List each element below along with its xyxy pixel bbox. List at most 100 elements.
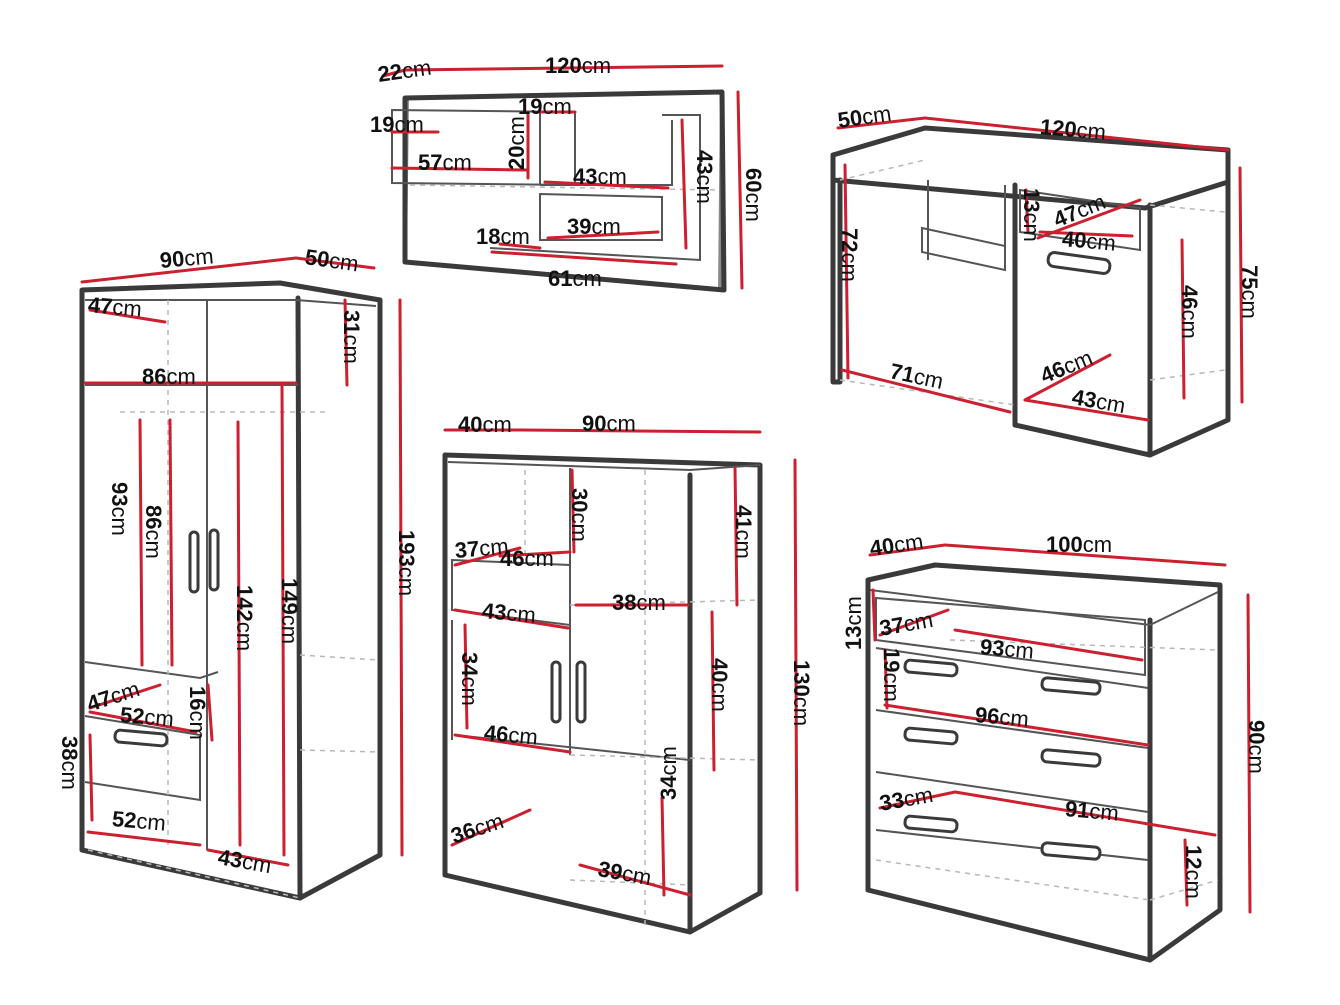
highboard-door-height-label: 34cm [457, 652, 482, 706]
wardrobe-cabinet-height-label: 149cm [277, 578, 302, 644]
highboard-niche-width-line [498, 550, 572, 558]
desk-cabinet-width-unit: cm [1094, 388, 1127, 418]
wall-shelf-shelf-depth-unit: cm [542, 94, 571, 119]
highboard-top-height-unit: cm [567, 512, 592, 541]
wall-shelf-depth-label: 22cm [376, 54, 433, 86]
wardrobe-base-depth-value: 43 [216, 844, 244, 873]
wall-shelf-mid-shelf-unit: cm [597, 164, 626, 189]
dresser-bottom-height-unit: cm [1181, 869, 1206, 898]
highboard-niche-depth-label: 37cm [454, 533, 510, 563]
desk-drawer-height-value: 13 [1019, 188, 1044, 212]
highboard-bottom-height-label: 34cm [656, 746, 681, 800]
highboard-bottom-height-value: 34 [656, 775, 681, 800]
dresser-bottom-height-line [1183, 838, 1189, 907]
highboard-height-unit: cm [789, 697, 814, 726]
wardrobe-door-height-label: 142cm [232, 585, 257, 651]
highboard-shelf-width-label: 38cm [612, 590, 666, 615]
wall-shelf-lower-box-height-label: 18cm [476, 224, 530, 249]
dresser-top-drawer-depth-label: 37cm [878, 607, 935, 641]
highboard-right-top-height-line [733, 466, 739, 607]
wall-shelf-bottom-width-label: 61cm [548, 266, 602, 291]
wardrobe-base-height-value: 38 [57, 736, 82, 760]
dresser-height-line [1246, 593, 1252, 914]
desk-cabinet-height-line [1180, 238, 1186, 400]
highboard-drawer-width-label: 43cm [481, 598, 537, 628]
dresser-height-value: 90 [1244, 720, 1269, 744]
dresser-drawer-height-label: 19cm [879, 648, 904, 702]
dresser-top-drawer-width-value: 93 [979, 634, 1006, 661]
wardrobe-height-line [398, 298, 404, 857]
highboard-bottom-width-value: 39 [596, 856, 624, 885]
dresser-height-unit: cm [1244, 744, 1269, 773]
wall-shelf-width-value: 120 [545, 53, 582, 78]
dresser-bottom-depth-value: 33 [878, 787, 906, 816]
wall-shelf-right-height-value: 43 [692, 150, 717, 174]
wardrobe-rail-height-value: 93 [107, 482, 132, 506]
highboard-height-line [793, 458, 799, 892]
desk-leg-height-label: 72cm [837, 228, 862, 282]
highboard-right-top-height-label: 41cm [731, 505, 756, 559]
wardrobe-top-height-line [343, 298, 349, 387]
wall-shelf-lower-box-line [546, 230, 660, 240]
wardrobe-width-line [80, 256, 298, 284]
wardrobe-base-height-line [88, 733, 94, 822]
wardrobe-inner-height-unit: cm [141, 529, 166, 558]
wall-shelf-right-height-label: 43cm [692, 150, 717, 204]
wardrobe-inner-height-label: 86cm [141, 505, 166, 559]
desk-knee-width-label: 71cm [888, 358, 946, 394]
wall-shelf-lower-box-label: 39cm [567, 214, 621, 239]
wall-shelf-bottom-width-line [490, 250, 678, 266]
dresser-drawer-height-value: 19 [879, 648, 904, 672]
desk-width-value: 120 [1039, 114, 1078, 142]
desk-height-label: 75cm [1237, 265, 1262, 319]
wall-shelf-mid-shelf-line [543, 180, 670, 190]
wardrobe-base-width-value: 52 [111, 806, 138, 833]
dresser-drawer-height-line [883, 648, 889, 710]
highboard-niche-width-unit: cm [524, 546, 553, 571]
highboard-right-door-height-line [710, 610, 716, 772]
highboard-drawer-width-unit: cm [505, 600, 536, 627]
highboard-depth-unit: cm [482, 412, 511, 437]
wardrobe-top-depth-unit: cm [111, 294, 142, 321]
wall-shelf-depth-value: 22 [376, 59, 404, 87]
desk-knee-width-value: 71 [888, 358, 917, 388]
highboard-width-value: 90 [582, 411, 606, 436]
wardrobe-cabinet-height-unit: cm [277, 615, 302, 644]
desk-height-unit: cm [1237, 289, 1262, 318]
wall-shelf-width-line [403, 64, 724, 72]
highboard-bottom-width-label: 39cm [596, 856, 653, 890]
dresser-drawer-width-line [883, 703, 1150, 747]
dresser-top-drawer-depth-line [878, 608, 950, 637]
highboard-height-value: 130 [789, 660, 814, 697]
dresser-bottom-width-label: 91cm [1064, 796, 1120, 826]
wardrobe-shelf-width-value: 52 [119, 702, 146, 729]
wall-shelf-box-height-label: 19cm [370, 112, 424, 137]
desk-cabinet-width-value: 43 [1070, 384, 1098, 413]
highboard-bottom-depth-label: 36cm [448, 808, 507, 848]
highboard-right-door-height-value: 40 [707, 658, 732, 682]
wardrobe-door-height-value: 142 [232, 585, 257, 622]
dresser-width-label: 100cm [1046, 532, 1112, 557]
dresser-drawer-width-label: 96cm [974, 702, 1030, 732]
desk-drawer-width-line [1038, 230, 1134, 238]
highboard-top-height-label: 30cm [567, 488, 592, 542]
dresser-top-drawer-width-line [953, 628, 1144, 662]
desk-depth-line [836, 116, 927, 130]
wardrobe-top-height-value: 31 [339, 310, 364, 334]
wardrobe-base-depth-unit: cm [240, 848, 273, 878]
highboard-niche-depth-unit: cm [478, 533, 509, 560]
dimension-lines [80, 64, 1252, 914]
wardrobe-depth-line [294, 256, 376, 270]
wall-shelf-box-inner-height-value: 20 [504, 146, 529, 170]
desk-drawer-height-label: 13cm [1019, 188, 1044, 242]
desk-cabinet-height-label: 46cm [1177, 285, 1202, 339]
wall-shelf-height-line [736, 90, 744, 290]
highboard-bottom-depth-line [450, 808, 532, 847]
desk-cabinet-depth-line [1023, 353, 1112, 402]
desk-depth-label: 50cm [836, 100, 893, 132]
desk-height-value: 75 [1237, 265, 1262, 289]
desk-depth-unit: cm [860, 100, 893, 129]
desk-drawer-height-line [1024, 188, 1030, 234]
wardrobe-base-depth-line [206, 848, 290, 867]
desk-cabinet-height-value: 46 [1177, 285, 1202, 309]
